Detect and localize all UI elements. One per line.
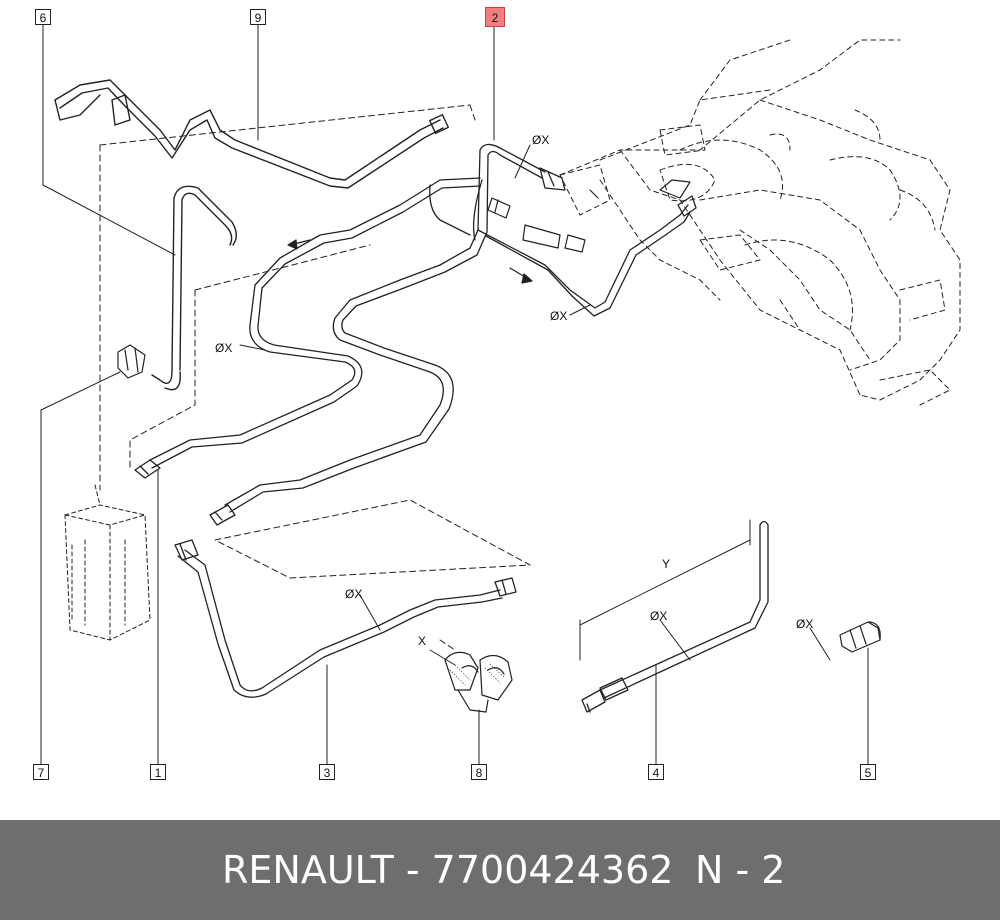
part-2-right-branch bbox=[429, 179, 697, 317]
dim-label-clip-width: X bbox=[418, 634, 426, 648]
canister-outline bbox=[64, 484, 151, 641]
dim-label-diameter-part3: ØX bbox=[345, 587, 362, 601]
callout-1: 1 bbox=[150, 764, 166, 780]
part-9-vent-pipe bbox=[54, 79, 450, 189]
part-3-pipe bbox=[174, 539, 517, 698]
part-7-clip bbox=[117, 344, 146, 379]
callout-3: 3 bbox=[319, 764, 335, 780]
dimension-lines bbox=[239, 144, 831, 666]
vehicle-body-outline bbox=[559, 39, 961, 406]
dimension-labels: ØX ØX ØX ØX ØX ØX Y X bbox=[215, 133, 813, 648]
diagram-drawing: ØX ØX ØX ØX ØX ØX Y X bbox=[40, 24, 961, 765]
part-2-pipe bbox=[209, 143, 566, 526]
flow-arrows bbox=[287, 239, 533, 284]
callout-9: 9 bbox=[250, 9, 266, 25]
leader-lines bbox=[40, 24, 869, 765]
center-fittings bbox=[487, 179, 691, 253]
part-number-banner: RENAULT - 7700424362 N - 2 bbox=[0, 820, 1000, 920]
callout-5: 5 bbox=[860, 764, 876, 780]
dim-label-diameter-part4: ØX bbox=[650, 609, 667, 623]
reference-code-text: N - 2 bbox=[695, 848, 786, 892]
dim-label-diameter-right: ØX bbox=[550, 309, 567, 323]
part-number-text: RENAULT - 7700424362 bbox=[222, 848, 674, 892]
dim-label-diameter-left: ØX bbox=[215, 341, 232, 355]
callout-8: 8 bbox=[471, 764, 487, 780]
callout-4: 4 bbox=[648, 764, 664, 780]
callout-6: 6 bbox=[35, 9, 51, 25]
part-4-pipe bbox=[581, 520, 769, 713]
parts-diagram: ØX ØX ØX ØX ØX ØX Y X 6 9 2 7 1 3 8 4 5 bbox=[33, 7, 961, 780]
dim-label-length: Y bbox=[662, 557, 670, 571]
part-5-fitting bbox=[839, 621, 881, 653]
callout-7: 7 bbox=[33, 764, 49, 780]
part-6-hose bbox=[151, 185, 237, 391]
dim-label-diameter-part5: ØX bbox=[796, 617, 813, 631]
part-1-pipe bbox=[134, 177, 481, 479]
part-8-clip bbox=[444, 651, 513, 713]
callout-2: 2 bbox=[485, 7, 505, 27]
dim-label-diameter-top: ØX bbox=[532, 133, 549, 147]
